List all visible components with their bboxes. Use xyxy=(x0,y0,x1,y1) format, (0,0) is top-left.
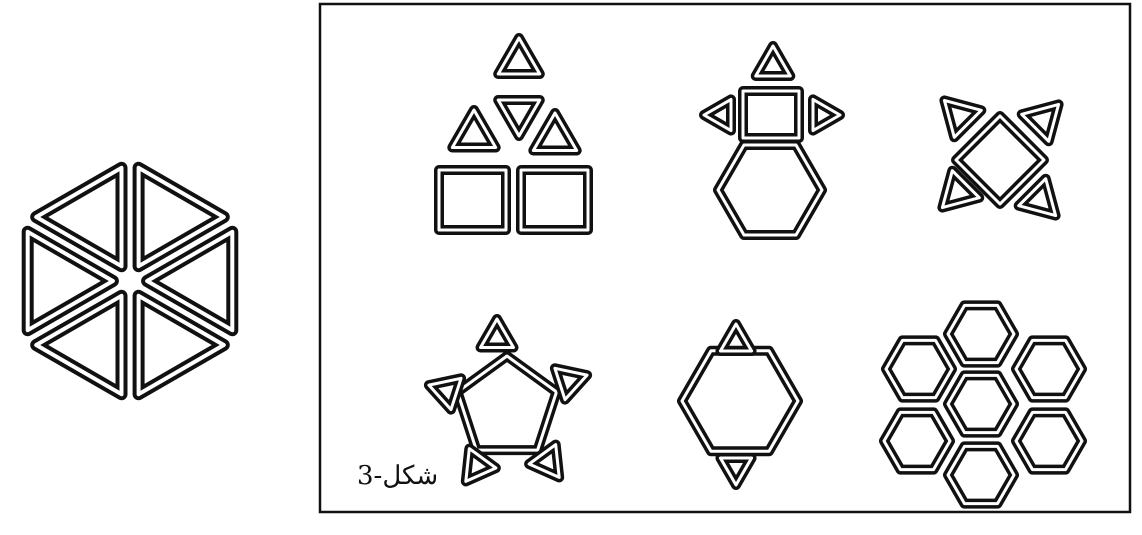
figure-caption: شکل-3 xyxy=(357,463,438,489)
triangle-highlight xyxy=(139,296,224,394)
six-triangle-hexagon xyxy=(28,168,233,394)
triangle xyxy=(720,458,751,485)
triangle xyxy=(147,232,232,330)
triangle xyxy=(139,168,224,266)
seven-hexagon-cluster xyxy=(884,305,1082,503)
hexagon xyxy=(682,351,798,451)
pentagon-star-arrangement xyxy=(429,319,587,481)
triangle xyxy=(813,99,840,130)
triangle-highlight xyxy=(36,296,121,394)
hexagon xyxy=(718,145,822,235)
hexagon-highlight xyxy=(1016,412,1082,469)
triangle xyxy=(481,319,514,348)
triangle-highlight xyxy=(36,168,121,266)
square xyxy=(439,170,506,230)
triangle-highlight xyxy=(28,232,113,330)
triangle xyxy=(498,100,540,136)
hexagon-with-two-triangles-arrangement xyxy=(682,324,798,485)
triangle xyxy=(28,232,113,330)
square-with-four-triangles-arrangement xyxy=(942,100,1058,215)
triangle xyxy=(756,46,791,76)
triangle xyxy=(533,113,576,151)
triangle-highlight xyxy=(147,232,232,330)
figure-frame xyxy=(320,4,1130,512)
triangle xyxy=(720,324,751,351)
square-hexagon-triangles-arrangement xyxy=(704,46,840,235)
triangle xyxy=(704,99,731,130)
hexagon-highlight xyxy=(886,340,952,397)
hexagon-highlight xyxy=(884,412,950,469)
triangle xyxy=(139,296,224,394)
triangle xyxy=(36,168,121,266)
triangle xyxy=(498,38,540,74)
triangles-and-squares-arrangement xyxy=(439,38,588,230)
pentagon-highlight xyxy=(458,356,557,450)
triangle xyxy=(36,296,121,394)
triangle-highlight xyxy=(139,168,224,266)
hexagon-highlight xyxy=(1016,340,1082,397)
square-highlight xyxy=(439,170,506,230)
hexagon-highlight xyxy=(948,446,1014,503)
triangle xyxy=(452,110,495,148)
hexagon-highlight xyxy=(948,375,1014,432)
square-highlight xyxy=(521,170,588,230)
hexagon-highlight xyxy=(948,305,1014,362)
square xyxy=(743,91,799,138)
square-highlight xyxy=(743,91,799,138)
square xyxy=(521,170,588,230)
